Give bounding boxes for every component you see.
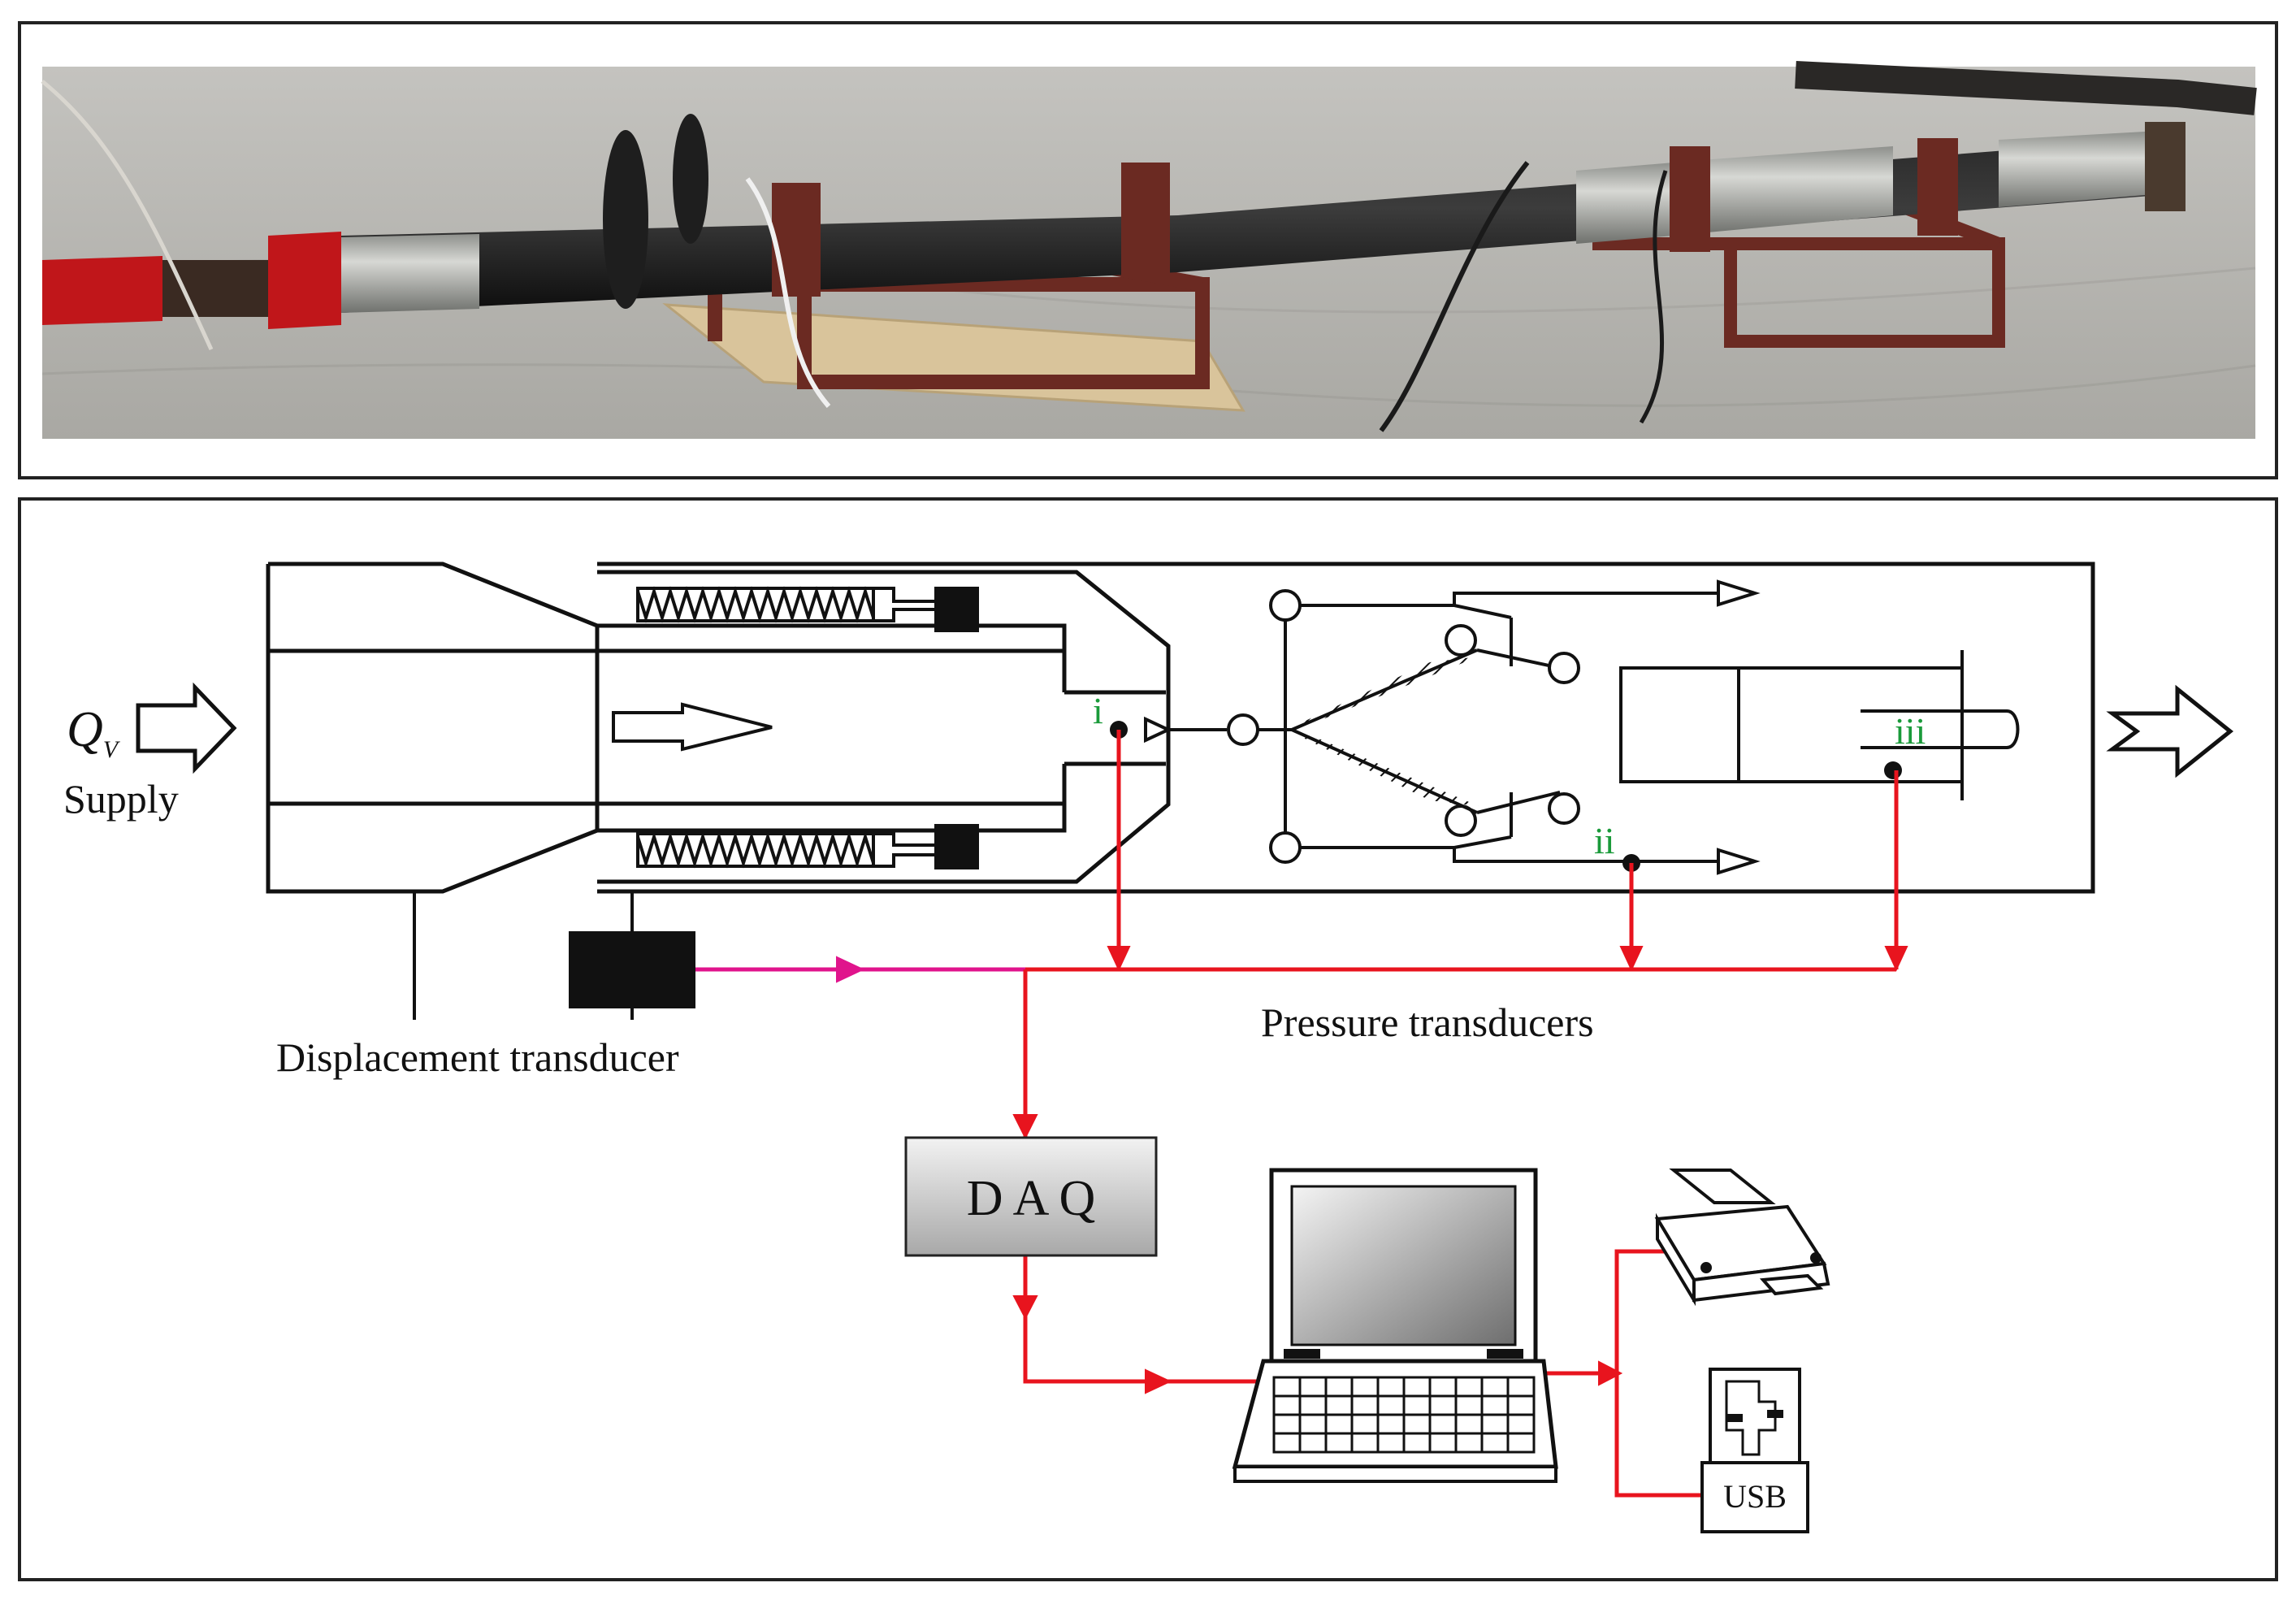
qv-symbol: QV [67, 702, 121, 763]
point-ii-label: ii [1594, 820, 1615, 861]
laptop-icon [1232, 1168, 1558, 1483]
usb-label: USB [1723, 1478, 1787, 1515]
daq-label: D A Q [967, 1171, 1095, 1226]
pressure-transducers-label: Pressure transducers [1261, 999, 1594, 1045]
lower-spring [636, 824, 979, 869]
inlet-flow-arrow [136, 682, 237, 774]
lower-hatched-seat [1295, 734, 1479, 806]
inner-flow-arrow [612, 702, 773, 752]
outlet-flow-arrow [2106, 684, 2234, 778]
printer-icon [1654, 1169, 1830, 1307]
upper-seal-block [934, 587, 979, 632]
schematic-panel: i ii iii [18, 497, 2278, 1581]
point-iii-label: iii [1895, 710, 1926, 752]
qv-subscript: V [103, 736, 121, 763]
signal-lines [695, 730, 1908, 1498]
tool-body [266, 562, 2095, 894]
qv-main: Q [67, 702, 103, 757]
displacement-transducer-label: Displacement transducer [276, 1034, 679, 1080]
daq-unit: D A Q [904, 1136, 1158, 1257]
usb-drive-icon: USB [1700, 1368, 1809, 1533]
apparatus-photo [41, 61, 2257, 439]
valve-schematic [1144, 579, 2020, 875]
upper-hatched-seat [1295, 657, 1479, 726]
displacement-transducer [413, 891, 695, 1020]
supply-label: Supply [63, 776, 179, 822]
point-i-label: i [1093, 690, 1103, 731]
lower-seal-block [934, 824, 979, 869]
photo-panel [18, 21, 2278, 479]
upper-spring [636, 586, 979, 632]
